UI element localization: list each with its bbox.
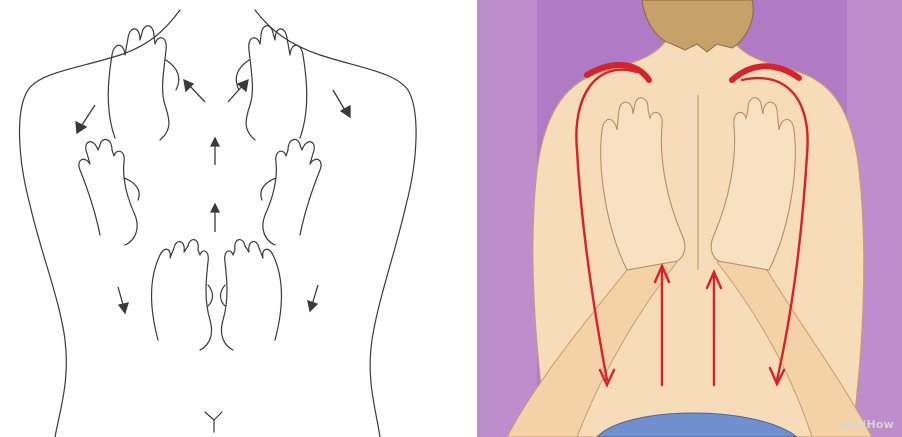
arrow-down-left-waist: [118, 287, 128, 313]
arrow-up-center-lower: [211, 204, 219, 232]
direction-arrows: [76, 80, 350, 313]
back-outline-left: [20, 10, 180, 437]
arrow-down-right-shoulder: [333, 90, 350, 117]
arrow-up-center-upper: [211, 138, 219, 165]
arrow-down-left-shoulder: [76, 105, 95, 133]
hand-lower-right: [221, 240, 282, 350]
arrow-up-right: [228, 80, 248, 102]
massage-illustration: wikiHow: [477, 0, 902, 437]
back-outline-right: [255, 10, 416, 437]
arrow-up-left: [184, 80, 205, 102]
hand-upper-left: [108, 26, 179, 140]
hand-middle-left: [79, 139, 139, 245]
tailbone-mark: [205, 412, 222, 432]
watermark-logo: wikiHow: [841, 418, 894, 431]
stroke-diagram-svg: [0, 0, 460, 437]
hand-middle-right: [261, 139, 321, 245]
stroke-diagram: [0, 0, 460, 437]
arrow-down-right-waist: [308, 285, 318, 311]
hand-lower-left: [152, 240, 213, 350]
massage-illustration-svg: [477, 0, 902, 437]
